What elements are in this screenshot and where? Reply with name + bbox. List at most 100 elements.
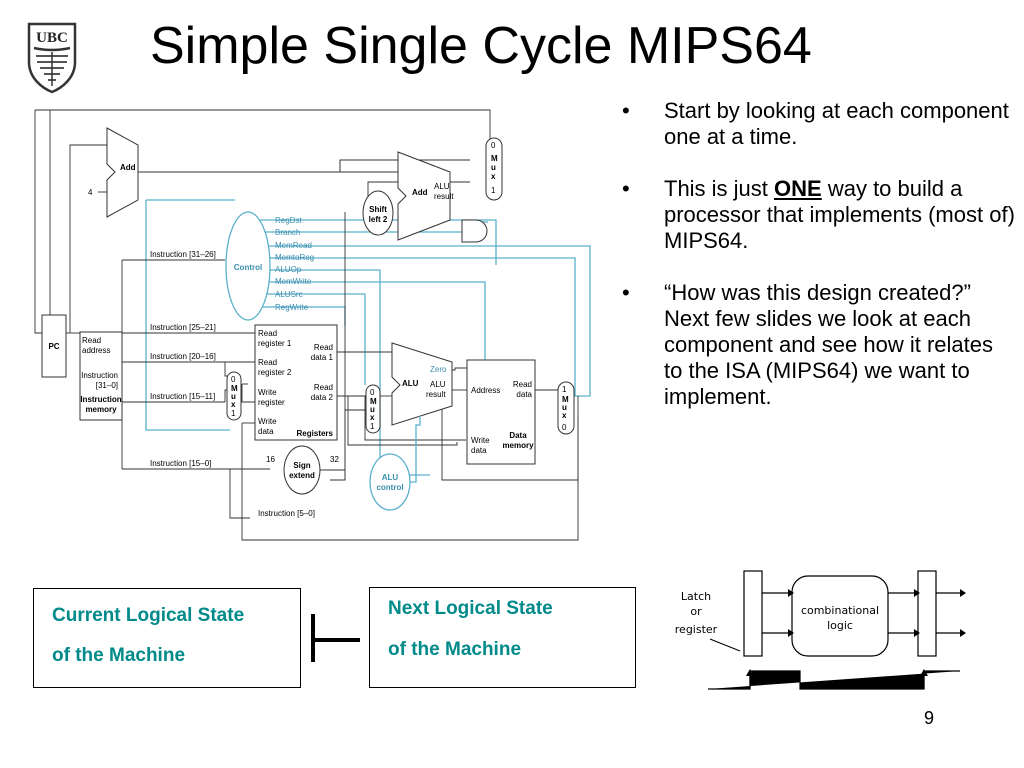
control-label: Control — [234, 263, 262, 272]
reg-read-data2-b: data 2 — [311, 393, 334, 402]
add-branch-label: Add — [412, 188, 428, 197]
signal-branch: Branch — [275, 228, 300, 237]
latch-label-2: or — [690, 605, 702, 618]
latch-label-3: register — [675, 623, 718, 636]
reg-read-reg2-a: Read — [258, 358, 277, 367]
bullet-text-after: way to build a processor that implements… — [664, 176, 1015, 253]
bits-32: 32 — [330, 455, 339, 464]
im-name-1: Instruction — [80, 395, 121, 404]
logic-label-2: logic — [827, 619, 853, 632]
field-15-11: Instruction [15–11] — [150, 392, 215, 401]
field-25-21: Instruction [25–21] — [150, 323, 216, 332]
im-instruction-1: Instruction — [81, 371, 118, 380]
shift-left-2: left 2 — [369, 215, 388, 224]
mux-top-x: x — [491, 172, 496, 181]
shift-left-1: Shift — [369, 205, 387, 214]
mux-reg-1: 1 — [231, 409, 236, 418]
dm-read-data-2: data — [516, 390, 532, 399]
page-number: 9 — [924, 708, 935, 728]
slide-title: Simple Single Cycle MIPS64 — [150, 17, 812, 75]
mux-alu-u: u — [370, 405, 375, 414]
mux-top-1: 1 — [491, 186, 496, 195]
bullet-item: Start by looking at each component one a… — [622, 98, 1017, 150]
reg-write-reg-a: Write — [258, 388, 277, 397]
reg-read-reg1-b: register 1 — [258, 339, 292, 348]
bits-16: 16 — [266, 455, 275, 464]
mux-alu-x: x — [370, 413, 375, 422]
reg-read-data1-a: Read — [314, 343, 333, 352]
mux-reg-0: 0 — [231, 375, 236, 384]
dm-write-data-1: Write — [471, 436, 490, 445]
alu-result-1: ALU — [430, 380, 446, 389]
logic-label-1: combinational — [801, 604, 879, 617]
add-pc-label: Add — [120, 163, 136, 172]
reg-read-data2-a: Read — [314, 383, 333, 392]
next-state-box: Next Logical State of the Machine — [369, 587, 636, 688]
im-read-address-2: address — [82, 346, 110, 355]
alu-result-2: result — [426, 390, 446, 399]
mux-mem-x: x — [562, 411, 567, 420]
transition-symbol — [311, 614, 360, 662]
control-lines — [145, 199, 591, 476]
reg-write-data-b: data — [258, 427, 274, 436]
mux-mem-0: 0 — [562, 423, 567, 432]
registers-name: Registers — [297, 429, 334, 438]
mux-alu-0: 0 — [370, 388, 375, 397]
dm-read-data-1: Read — [513, 380, 532, 389]
signal-alusrc: ALUSrc — [275, 290, 303, 299]
signal-regdst: RegDst — [275, 216, 302, 225]
mux-top-m: M — [491, 154, 498, 163]
bullet-text: “How was this design created?” Next few … — [664, 280, 993, 409]
field-31-26: Instruction [31–26] — [150, 250, 216, 259]
signal-aluop: ALUOp — [275, 265, 302, 274]
signal-memtoreg: MemtoReg — [275, 253, 314, 262]
dm-write-data-2: data — [471, 446, 487, 455]
bullet-item: This is just ONE way to build a processo… — [622, 176, 1017, 254]
alu-control-2: control — [376, 483, 403, 492]
im-instruction-2: [31–0] — [96, 381, 118, 390]
mux-alu-m: M — [370, 397, 377, 406]
current-state-box: Current Logical State of the Machine — [33, 588, 301, 688]
next-state-line-2: of the Machine — [388, 639, 522, 660]
bullet-item: “How was this design created?” Next few … — [622, 280, 1017, 410]
signal-memwrite: MemWrite — [275, 277, 312, 286]
mux-alu-1: 1 — [370, 422, 375, 431]
field-20-16: Instruction [20–16] — [150, 352, 216, 361]
signal-memread: MemRead — [275, 241, 312, 250]
bullet-list: Start by looking at each component one a… — [622, 98, 1017, 436]
im-read-address-1: Read — [82, 336, 101, 345]
current-state-line-2: of the Machine — [52, 645, 186, 666]
mux-mem-m: M — [562, 395, 569, 404]
sign-extend-2: extend — [289, 471, 315, 480]
latch-logic-diagram: Latch or register combinational logic — [660, 565, 970, 695]
constant-four: 4 — [88, 188, 93, 197]
mux-mem-u: u — [562, 403, 567, 412]
alu-zero: Zero — [430, 365, 447, 374]
sign-extend-1: Sign — [293, 461, 310, 470]
mux-reg-m: M — [231, 384, 238, 393]
reg-write-reg-b: register — [258, 398, 285, 407]
next-state-line-1: Next Logical State — [388, 598, 553, 619]
field-5-0: Instruction [5–0] — [258, 509, 315, 518]
single-cycle-datapath: Read address Instruction [31–0] Instruct… — [30, 100, 595, 545]
branch-alu-result-2: result — [434, 192, 454, 201]
mux-reg-u: u — [231, 392, 236, 401]
alu-label: ALU — [402, 379, 419, 388]
reg-read-reg1-a: Read — [258, 329, 277, 338]
im-name-2: memory — [85, 405, 117, 414]
reg-read-data1-b: data 1 — [311, 353, 334, 362]
latch-label-1: Latch — [681, 590, 711, 603]
reg-read-reg2-b: register 2 — [258, 368, 292, 377]
dm-name-2: memory — [502, 441, 534, 450]
mux-mem-1: 1 — [562, 385, 567, 394]
field-15-0: Instruction [15–0] — [150, 459, 211, 468]
ubc-logo-text: UBC — [36, 30, 68, 46]
control-signal-labels: RegDst Branch MemRead MemtoReg ALUOp Mem… — [275, 216, 314, 312]
dm-address: Address — [471, 386, 500, 395]
branch-alu-result-1: ALU — [434, 182, 450, 191]
bullet-text: Start by looking at each component one a… — [664, 98, 1009, 149]
bullet-text-before: This is just — [664, 176, 775, 201]
signal-regwrite: RegWrite — [275, 303, 309, 312]
reg-write-data-a: Write — [258, 417, 277, 426]
mux-top-0: 0 — [491, 141, 496, 150]
